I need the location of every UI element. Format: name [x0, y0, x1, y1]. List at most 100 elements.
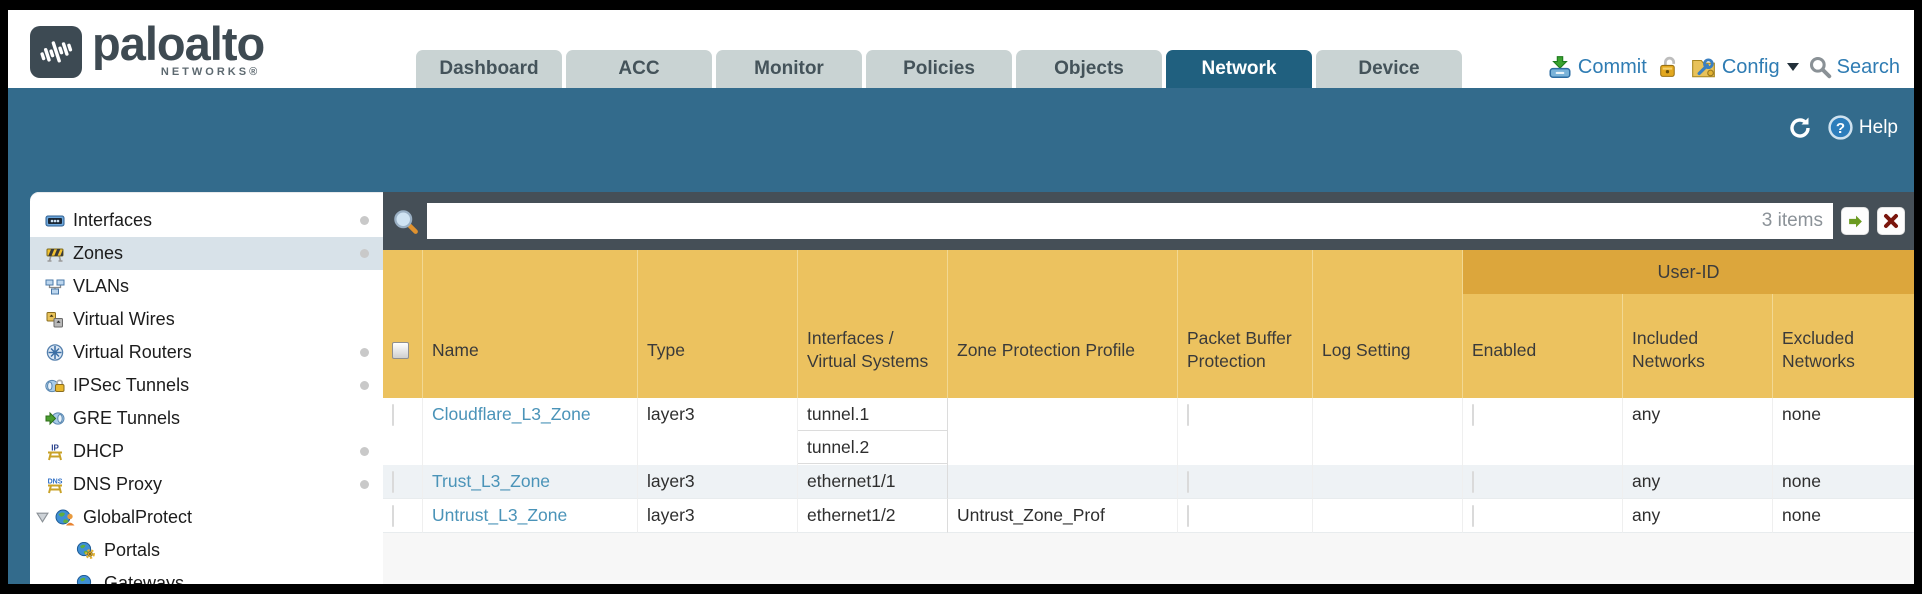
- sidebar-item-virtual-wires[interactable]: Virtual Wires: [30, 303, 383, 336]
- packet-buffer-checkbox[interactable]: [1187, 471, 1189, 493]
- row-select-cell: [383, 499, 423, 533]
- packet-buffer-protection-cell: [1178, 398, 1313, 465]
- pin-dot: [360, 447, 369, 456]
- sidebar-item-ipsec-tunnels[interactable]: IPSec Tunnels: [30, 369, 383, 402]
- config-menu[interactable]: Config: [1690, 54, 1799, 80]
- excluded-networks-cell: none: [1782, 404, 1821, 424]
- portals-icon: [75, 542, 97, 559]
- band-actions: ? Help: [1787, 114, 1898, 141]
- zone-name-cell: Trust_L3_Zone: [423, 465, 638, 499]
- interface-entry: tunnel.2: [798, 431, 947, 464]
- enabled-checkbox[interactable]: [1472, 505, 1474, 527]
- row-checkbox[interactable]: [392, 404, 394, 426]
- apply-filter-button[interactable]: [1841, 207, 1869, 235]
- row-select-cell: [383, 465, 423, 499]
- tab-objects[interactable]: Objects: [1016, 50, 1162, 88]
- sidebar-item-dns-proxy[interactable]: DNS DNS Proxy: [30, 468, 383, 501]
- column-header-packet-buffer-protection[interactable]: Packet Buffer Protection: [1178, 250, 1313, 398]
- tab-policies[interactable]: Policies: [866, 50, 1012, 88]
- packet-buffer-checkbox[interactable]: [1187, 404, 1189, 426]
- svg-text:DNS: DNS: [48, 478, 63, 485]
- tab-network[interactable]: Network: [1166, 50, 1312, 88]
- global-search[interactable]: Search: [1808, 55, 1900, 79]
- zone-name-link[interactable]: Trust_L3_Zone: [432, 471, 551, 491]
- column-header-enabled[interactable]: Enabled: [1463, 250, 1623, 398]
- search-icon: [1809, 56, 1831, 79]
- config-icon: [1691, 58, 1715, 78]
- help-icon: ?: [1828, 115, 1853, 140]
- table-header: User-ID Name Type Interfaces / Virtual S…: [383, 250, 1914, 398]
- enabled-checkbox[interactable]: [1472, 471, 1474, 493]
- filter-input[interactable]: [437, 209, 1762, 233]
- column-header-name[interactable]: Name: [423, 250, 638, 398]
- globalprotect-icon: [54, 509, 76, 526]
- sidebar-item-label: GRE Tunnels: [73, 408, 181, 428]
- user-id-enabled-cell: [1463, 398, 1623, 465]
- commit-label: Commit: [1577, 55, 1647, 78]
- sidebar-item-gre-tunnels[interactable]: GRE Tunnels: [30, 402, 383, 435]
- filter-toolbar: 3 items: [383, 192, 1914, 250]
- sidebar-item-label: Interfaces: [73, 210, 153, 230]
- row-checkbox[interactable]: [392, 505, 394, 527]
- pin-dot: [360, 249, 369, 258]
- table-row: Untrust_L3_Zone layer3 ethernet1/2 Untru…: [383, 499, 1914, 533]
- tab-acc[interactable]: ACC: [566, 50, 712, 88]
- row-checkbox[interactable]: [392, 471, 394, 493]
- brand-text: paloalto NETWORKS®: [92, 18, 265, 79]
- sidebar-item-vlans[interactable]: VLANs: [30, 270, 383, 303]
- config-label: Config: [1721, 55, 1780, 78]
- zone-name-cell: Cloudflare_L3_Zone: [423, 398, 638, 465]
- commit-button[interactable]: Commit: [1547, 54, 1647, 80]
- refresh-icon[interactable]: [1787, 115, 1813, 141]
- table-row: Cloudflare_L3_Zone layer3 tunnel.1 tunne…: [383, 398, 1914, 465]
- sidebar-item-interfaces[interactable]: Interfaces: [30, 204, 383, 237]
- lock-icon[interactable]: [1656, 54, 1681, 80]
- tab-dashboard[interactable]: Dashboard: [416, 50, 562, 88]
- tab-device[interactable]: Device: [1316, 50, 1462, 88]
- help-label: Help: [1858, 116, 1898, 138]
- items-count: 3 items: [1761, 210, 1823, 231]
- sidebar-item-label: Virtual Wires: [73, 309, 175, 329]
- sidebar-item-virtual-routers[interactable]: Virtual Routers: [30, 336, 383, 369]
- log-setting-cell: [1313, 398, 1463, 465]
- context-band: ? Help: [8, 88, 1914, 192]
- commit-icon: [1549, 56, 1571, 79]
- packet-buffer-checkbox[interactable]: [1187, 505, 1189, 527]
- gateways-icon: [75, 575, 97, 584]
- pin-dot: [360, 381, 369, 390]
- zone-name-link[interactable]: Untrust_L3_Zone: [432, 505, 568, 525]
- sidebar-item-label: GlobalProtect: [83, 507, 193, 527]
- column-header-log-setting[interactable]: Log Setting: [1313, 250, 1463, 398]
- sidebar-item-gateways[interactable]: Gateways: [30, 567, 383, 584]
- table-empty-area: [383, 533, 1914, 584]
- column-header-interfaces[interactable]: Interfaces / Virtual Systems: [798, 250, 948, 398]
- zone-protection-profile-cell: [948, 465, 1178, 499]
- enabled-checkbox[interactable]: [1472, 404, 1474, 426]
- pin-dot: [360, 348, 369, 357]
- sidebar-rail: Interfaces Zones VLANs: [8, 192, 383, 584]
- search-label: Search: [1836, 55, 1900, 78]
- dns-proxy-icon: DNS: [44, 476, 66, 493]
- panos-webui: paloalto NETWORKS® Dashboard ACC Monitor…: [8, 10, 1914, 584]
- sidebar-item-globalprotect[interactable]: GlobalProtect: [30, 501, 383, 534]
- clear-filter-button[interactable]: [1877, 207, 1905, 235]
- zone-name-link[interactable]: Cloudflare_L3_Zone: [432, 404, 591, 424]
- sidebar-item-portals[interactable]: Portals: [30, 534, 383, 567]
- select-all-checkbox[interactable]: [392, 341, 409, 359]
- zone-interfaces-cell: ethernet1/2: [798, 499, 948, 533]
- sidebar-item-label: VLANs: [73, 276, 130, 296]
- tab-monitor[interactable]: Monitor: [716, 50, 862, 88]
- column-header-type[interactable]: Type: [638, 250, 798, 398]
- pin-dot: [360, 216, 369, 225]
- column-header-included-networks[interactable]: Included Networks: [1623, 250, 1773, 398]
- sidebar-item-zones[interactable]: Zones: [30, 237, 383, 270]
- column-header-zone-protection-profile[interactable]: Zone Protection Profile: [948, 250, 1178, 398]
- sidebar-item-dhcp[interactable]: IP DHCP: [30, 435, 383, 468]
- zone-type-cell: layer3: [638, 398, 798, 465]
- help-button[interactable]: ? Help: [1827, 114, 1898, 141]
- zones-icon: [44, 245, 66, 262]
- zone-type-cell: layer3: [638, 465, 798, 499]
- user-id-group-header: User-ID: [1463, 250, 1914, 294]
- column-header-excluded-networks[interactable]: Excluded Networks: [1782, 328, 1855, 371]
- expander-triangle-icon[interactable]: [36, 512, 54, 523]
